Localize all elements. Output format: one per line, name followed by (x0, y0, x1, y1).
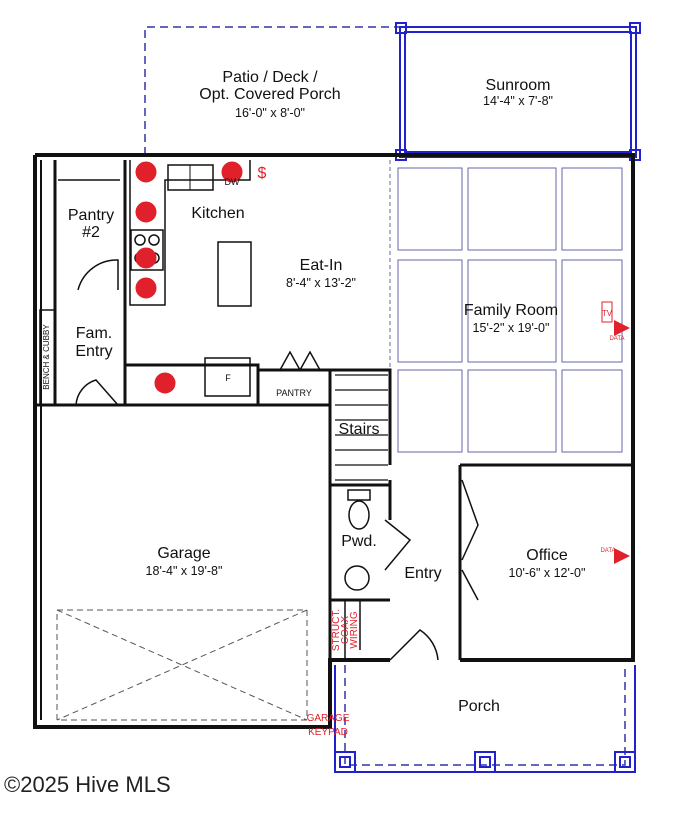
sunroom-outline (395, 22, 641, 161)
svg-text:COAX: COAX (340, 616, 351, 645)
stairs (335, 374, 388, 481)
svg-text:STRUCT.: STRUCT. (331, 609, 342, 651)
family-room-label: Family Room (464, 302, 558, 319)
struct-wiring-label: STRUCT. COAX WIRING (331, 609, 360, 651)
pantry-doors (279, 350, 321, 371)
patio-outline (144, 26, 400, 155)
door-swings (75, 259, 479, 661)
garage-dims: 18'-4" x 19'-8" (146, 564, 223, 578)
porch-label: Porch (458, 698, 500, 715)
office-label: Office (526, 547, 568, 564)
dw-label: DW (225, 177, 240, 187)
patio-dims: 16'-0" x 8'-0" (235, 106, 305, 120)
garage-keypad-label-1: GARAGE (307, 713, 350, 724)
office-dims: 10'-6" x 12'-0" (509, 566, 586, 580)
bench-label: BENCH & CUBBY (42, 324, 51, 390)
watermark: ©2025 Hive MLS (4, 772, 171, 797)
pantry-label: PANTRY (276, 388, 312, 398)
stairs-label: Stairs (339, 421, 380, 438)
interior-walls (35, 160, 633, 660)
patio-label-2: Opt. Covered Porch (199, 86, 340, 103)
fam-entry-label-2: Entry (75, 343, 112, 360)
tv-data-outlet: TV DATA (601, 301, 630, 342)
exterior-walls (33, 153, 635, 729)
svg-text:DATA: DATA (609, 336, 624, 342)
kitchen-sink (167, 164, 214, 191)
switch-icon: $ (258, 165, 267, 182)
kitchen-island (217, 241, 252, 307)
garage-keypad-label-2: KEYPAD (308, 727, 348, 738)
pantry2-label-2: #2 (82, 224, 100, 241)
powder-sink (344, 565, 370, 591)
entry-label: Entry (404, 565, 441, 582)
toilet (347, 489, 371, 530)
powder-label: Pwd. (341, 533, 377, 550)
refrigerator (204, 357, 251, 397)
electrical-outlets (135, 161, 243, 394)
svg-text:DATA: DATA (600, 548, 615, 554)
garage-label: Garage (157, 545, 210, 562)
family-room-dims: 15'-2" x 19'-0" (473, 321, 550, 335)
svg-text:TV: TV (602, 309, 613, 318)
pantry2-label-1: Pantry (68, 207, 114, 224)
sunroom-dims: 14'-4" x 7'-8" (483, 94, 553, 108)
sunroom-label: Sunroom (486, 77, 551, 94)
fam-entry-label-1: Fam. (76, 325, 112, 342)
patio-label-1: Patio / Deck / (222, 69, 318, 86)
office-data-outlet: DATA (600, 548, 630, 564)
porch-outline (334, 665, 636, 773)
svg-text:WIRING: WIRING (349, 611, 360, 648)
garage-door (56, 609, 308, 721)
eat-in-label: Eat-In (300, 257, 343, 274)
fridge-label: F (225, 373, 231, 383)
eat-in-dims: 8'-4" x 13'-2" (286, 276, 356, 290)
kitchen-label: Kitchen (191, 205, 244, 222)
